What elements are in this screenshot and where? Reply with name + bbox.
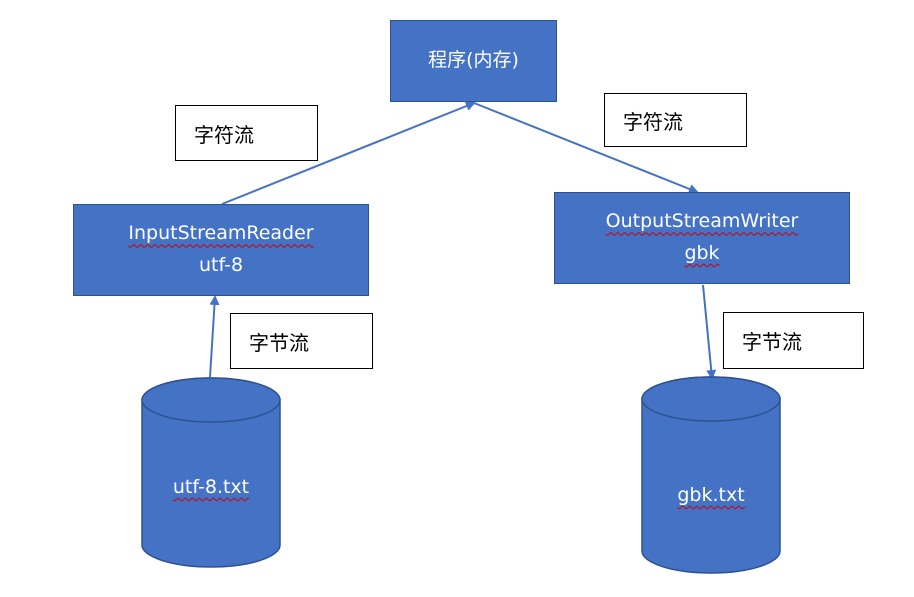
source-file-label: utf-8.txt [142, 476, 280, 498]
arrow-file-to-reader [209, 295, 220, 378]
program-node: 程序(内存) [390, 20, 557, 102]
label-writer-to-file: 字节流 [723, 312, 864, 369]
writer-name: OutputStreamWriter [605, 210, 799, 233]
label-program-to-writer: 字符流 [604, 93, 747, 147]
label-program-to-writer-text: 字符流 [623, 109, 683, 134]
arrow-reader-to-program [221, 101, 476, 205]
input-stream-reader-node: InputStreamReader utf-8 [73, 204, 369, 296]
label-file-to-reader: 字节流 [230, 313, 373, 369]
output-stream-writer-node: OutputStreamWriter gbk [554, 192, 850, 284]
reader-name: InputStreamReader [128, 222, 314, 245]
arrow-program-to-writer [473, 102, 699, 194]
program-label: 程序(内存) [428, 49, 519, 72]
reader-encoding: utf-8 [198, 254, 244, 276]
writer-encoding: gbk [684, 242, 720, 264]
label-reader-to-program-text: 字符流 [194, 122, 254, 147]
label-reader-to-program: 字符流 [175, 105, 318, 161]
target-file-label-text: gbk.txt [677, 484, 745, 506]
label-file-to-reader-text: 字节流 [249, 330, 309, 355]
target-file-label: gbk.txt [642, 484, 780, 506]
label-writer-to-file-text: 字节流 [742, 330, 802, 354]
cylinder-target-file [641, 376, 781, 574]
cylinder-source-file [141, 377, 281, 568]
arrow-writer-to-file [702, 284, 717, 380]
source-file-label-text: utf-8.txt [172, 476, 250, 498]
